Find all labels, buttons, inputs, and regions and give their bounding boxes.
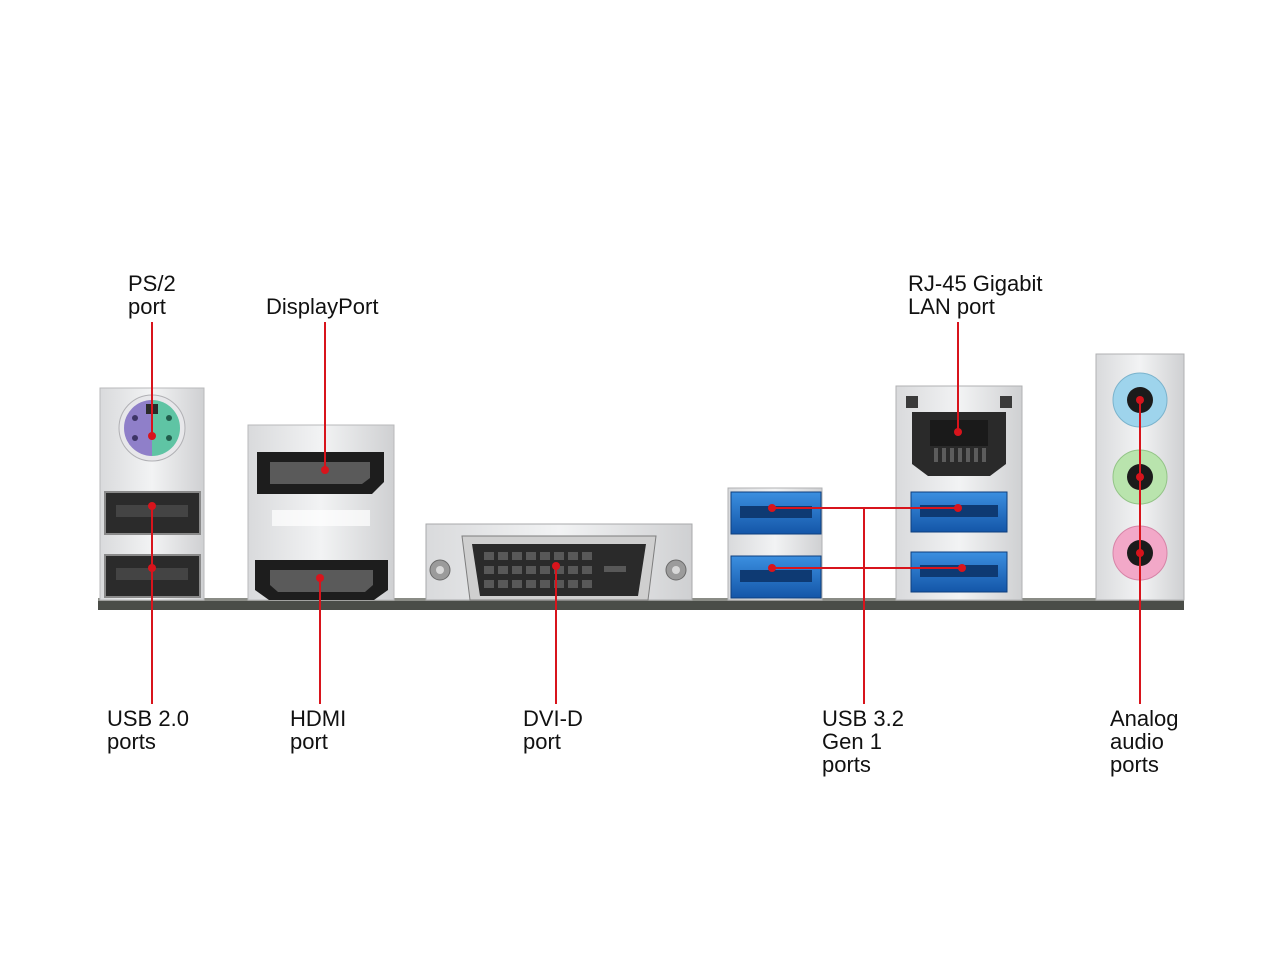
label-line: USB 3.2	[822, 706, 904, 731]
dvi-d-connector	[425, 523, 693, 601]
label-line: Analog	[1110, 706, 1179, 731]
label-line: PS/2	[128, 271, 176, 296]
label-usb32-ports: USB 3.2 Gen 1 ports	[822, 707, 904, 776]
dp-hdmi-housing	[247, 424, 395, 601]
label-line: LAN port	[908, 294, 995, 319]
label-line: Gen 1	[822, 729, 882, 754]
rj45-usb32-housing	[895, 385, 1023, 601]
callout-lines	[151, 322, 1141, 704]
label-dvid-port: DVI-D port	[523, 707, 583, 753]
label-line: DisplayPort	[266, 294, 379, 319]
usb32-stack-left	[727, 487, 823, 601]
label-line: port	[523, 729, 561, 754]
board-edge	[98, 600, 1184, 610]
label-audio-ports: Analog audio ports	[1110, 707, 1179, 776]
label-line: port	[290, 729, 328, 754]
callout-dots	[148, 396, 1144, 582]
label-ps2-port: PS/2 port	[128, 272, 176, 318]
label-line: DVI-D	[523, 706, 583, 731]
label-displayport: DisplayPort	[266, 295, 378, 318]
label-line: USB 2.0	[107, 706, 189, 731]
label-line: audio	[1110, 729, 1164, 754]
label-line: ports	[822, 752, 871, 777]
label-line: HDMI	[290, 706, 347, 731]
label-hdmi-port: HDMI port	[290, 707, 346, 753]
label-line: port	[128, 294, 166, 319]
label-line: ports	[1110, 752, 1159, 777]
label-usb20-ports: USB 2.0 ports	[107, 707, 189, 753]
label-line: RJ-45 Gigabit	[908, 271, 1043, 296]
label-rj45-port: RJ-45 Gigabit LAN port	[908, 272, 1043, 318]
label-line: ports	[107, 729, 156, 754]
